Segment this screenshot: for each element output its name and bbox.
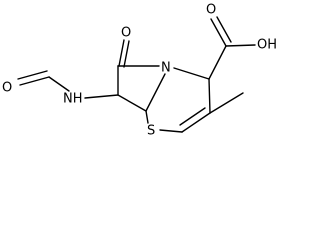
atom-labels: O N O OH O NH S [2,3,277,139]
bond-c3-methyl [209,92,244,114]
bond-c6-c7 [117,94,147,112]
bond-n-c4 [173,67,210,80]
bond-c4-cooh [208,45,227,80]
bond-c7-nh [84,94,119,99]
bond-cooh-o-double-a [210,18,227,47]
formyl-oxygen-label: O [2,81,12,96]
bonds [17,16,256,133]
bond-c3-c2-double-b [179,107,206,126]
amide-nh-label: NH [63,92,83,107]
bond-c4-c3 [208,78,211,114]
carboxyl-oxygen-label: O [206,3,216,18]
bond-c2-s [159,129,183,133]
hydroxyl-label: OH [257,38,277,53]
bond-cooh-o-double-b [216,16,232,43]
bond-cho-o-double-b [17,70,48,80]
ketone-oxygen-label: O [121,26,131,41]
bond-nh-cho [48,76,70,92]
ring-nitrogen-label: N [161,61,171,76]
molecule-structure: O N O OH O NH S [2,3,277,139]
bond-c8-o-double-b [123,40,130,68]
bond-c8-o-double-a [118,39,125,67]
bond-cho-o-double-a [19,76,50,86]
bond-n-c6 [145,73,166,112]
sulfur-label: S [147,124,155,139]
bond-cooh-oh [225,44,256,47]
bond-s-c6 [145,110,149,124]
bond-c3-c2-double-a [181,112,211,133]
